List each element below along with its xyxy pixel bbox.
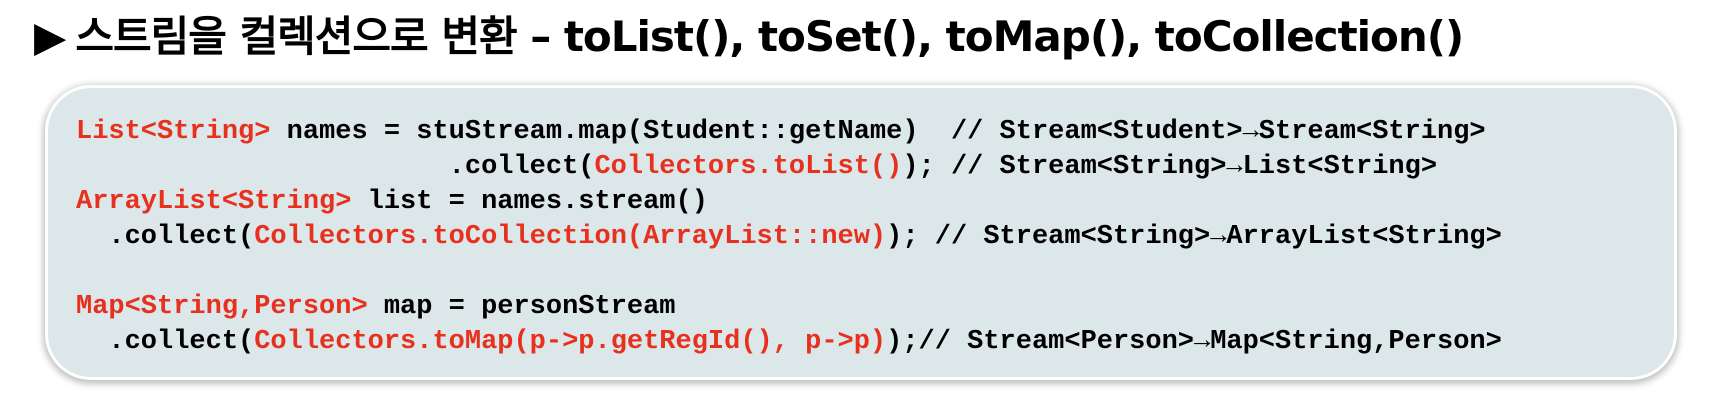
code-token: list = names.stream() [351, 187, 708, 217]
code-token: Collectors.toMap(p->p.getRegId(), p->p) [254, 327, 887, 357]
code-line-3: ArrayList<String> list = names.stream() [76, 185, 1502, 220]
code-line-2: .collect(Collectors.toList()); // Stream… [76, 150, 1502, 185]
code-token: ArrayList<String> [76, 187, 352, 217]
slide-title: ▶스트림을 컬렉션으로 변환 – toList(), toSet(), toMa… [34, 8, 1464, 66]
code-line-5-blank [76, 255, 1502, 290]
code-token: .collect( [76, 222, 255, 252]
code-token: names = stuStream.map(Student::getName) … [270, 117, 1486, 147]
code-line-6: Map<String,Person> map = personStream [76, 290, 1502, 325]
code-line-1: List<String> names = stuStream.map(Stude… [76, 115, 1502, 150]
code-token: map = personStream [367, 292, 676, 322]
code-token: Collectors.toList() [594, 152, 903, 182]
code-block: List<String> names = stuStream.map(Stude… [76, 115, 1502, 360]
code-line-7: .collect(Collectors.toMap(p->p.getRegId(… [76, 325, 1502, 360]
code-token: Collectors.toCollection(ArrayList::new) [254, 222, 887, 252]
code-token: List<String> [76, 117, 271, 147]
triangle-right-icon: ▶ [34, 12, 66, 61]
code-token: ); // Stream<String>→ArrayList<String> [886, 222, 1502, 252]
code-token: .collect( [76, 152, 595, 182]
code-line-4: .collect(Collectors.toCollection(ArrayLi… [76, 220, 1502, 255]
code-token: Map<String,Person> [76, 292, 368, 322]
slide-title-text: 스트림을 컬렉션으로 변환 – toList(), toSet(), toMap… [75, 12, 1464, 61]
code-token: );// Stream<Person>→Map<String,Person> [886, 327, 1502, 357]
code-token: ); // Stream<String>→List<String> [902, 152, 1438, 182]
code-block-background [45, 85, 1677, 380]
code-token: .collect( [76, 327, 255, 357]
